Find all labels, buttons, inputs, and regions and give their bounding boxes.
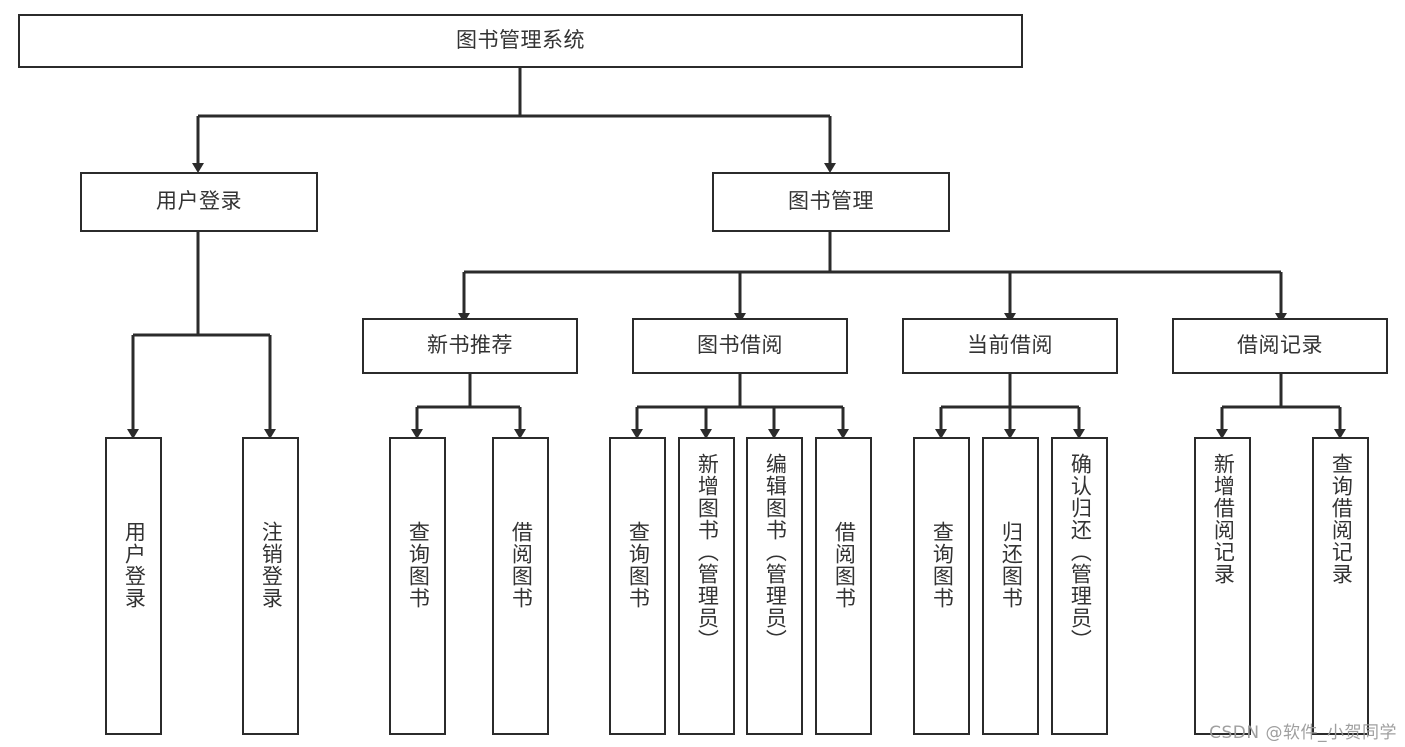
leaf-label: 借阅图书 xyxy=(509,521,534,609)
node-current-borrow-label: 当前借阅 xyxy=(967,333,1053,358)
leaf-label: 查询图书 xyxy=(930,521,955,609)
leaf-label: 借阅图书 xyxy=(832,521,857,609)
node-book-management[interactable]: 图书管理 xyxy=(712,172,950,232)
leaf-current-query-book[interactable]: 查询图书 xyxy=(913,437,970,735)
leaf-label: 用户登录 xyxy=(122,521,147,609)
leaf-new-book-query-book[interactable]: 查询图书 xyxy=(389,437,446,735)
leaf-borrow-borrow-book[interactable]: 借阅图书 xyxy=(815,437,872,735)
leaf-label: 归还图书 xyxy=(999,521,1024,609)
node-root[interactable]: 图书管理系统 xyxy=(18,14,1023,68)
node-new-book-recommend[interactable]: 新书推荐 xyxy=(362,318,578,374)
leaf-label: 确认归还（管理员） xyxy=(1068,453,1093,651)
leaf-label: 注销登录 xyxy=(259,521,284,609)
leaf-label: 查询图书 xyxy=(626,521,651,609)
node-book-borrow-label: 图书借阅 xyxy=(697,333,783,358)
leaf-label: 新增图书（管理员） xyxy=(695,453,720,651)
leaf-label: 查询借阅记录 xyxy=(1329,453,1354,585)
node-user-login-label: 用户登录 xyxy=(156,189,242,214)
leaf-user-login-signin[interactable]: 用户登录 xyxy=(105,437,162,735)
csdn-watermark: CSDN @软件_小贺同学 xyxy=(1209,723,1397,743)
leaf-label: 新增借阅记录 xyxy=(1211,453,1236,585)
node-user-login[interactable]: 用户登录 xyxy=(80,172,318,232)
leaf-label: 编辑图书（管理员） xyxy=(763,453,788,651)
leaf-new-book-borrow-book[interactable]: 借阅图书 xyxy=(492,437,549,735)
node-current-borrow[interactable]: 当前借阅 xyxy=(902,318,1118,374)
leaf-record-add-borrow-record[interactable]: 新增借阅记录 xyxy=(1194,437,1251,735)
leaf-borrow-edit-book-admin[interactable]: 编辑图书（管理员） xyxy=(746,437,803,735)
leaf-current-return-book[interactable]: 归还图书 xyxy=(982,437,1039,735)
node-book-management-label: 图书管理 xyxy=(788,189,874,214)
node-new-book-recommend-label: 新书推荐 xyxy=(427,333,513,358)
node-borrow-record-label: 借阅记录 xyxy=(1237,333,1323,358)
leaf-borrow-add-book-admin[interactable]: 新增图书（管理员） xyxy=(678,437,735,735)
node-root-label: 图书管理系统 xyxy=(456,28,585,53)
leaf-borrow-query-book[interactable]: 查询图书 xyxy=(609,437,666,735)
leaf-user-login-signout[interactable]: 注销登录 xyxy=(242,437,299,735)
leaf-record-query-borrow-record[interactable]: 查询借阅记录 xyxy=(1312,437,1369,735)
leaf-label: 查询图书 xyxy=(406,521,431,609)
node-book-borrow[interactable]: 图书借阅 xyxy=(632,318,848,374)
leaf-current-confirm-return-admin[interactable]: 确认归还（管理员） xyxy=(1051,437,1108,735)
node-borrow-record[interactable]: 借阅记录 xyxy=(1172,318,1388,374)
